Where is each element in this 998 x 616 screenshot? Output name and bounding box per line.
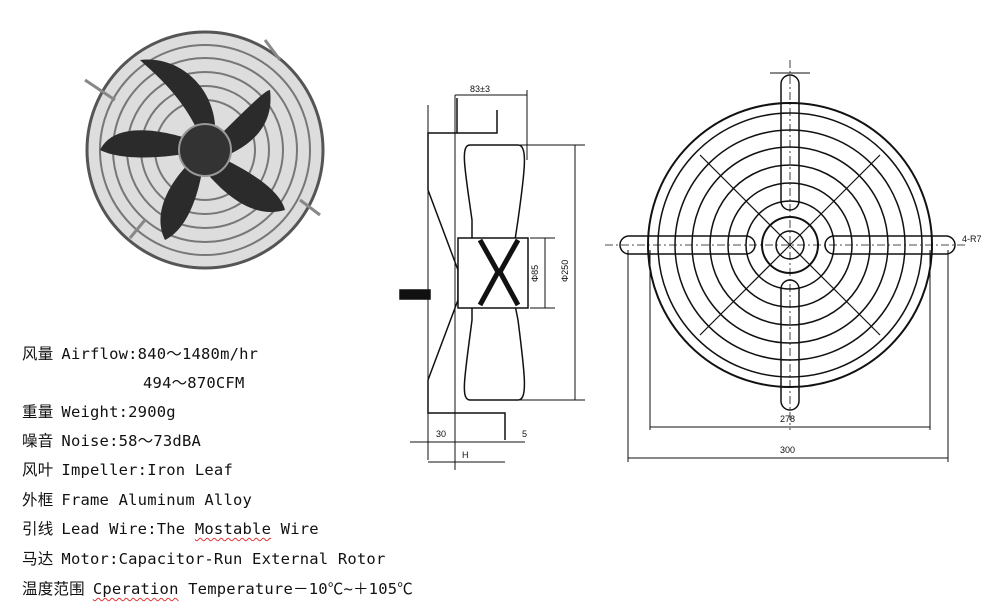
fan-photo [84,30,325,270]
front-view-drawing [605,60,965,462]
spec-airflow: 风量 Airflow:840～1480m/hr [22,342,258,364]
spec-noise: 噪音 Noise:58～73dBA [22,429,201,451]
spec-label-cn: 温度范围 [22,580,85,598]
spec-label-cn: 噪音 [22,432,54,450]
outer-diameter-dim: 300 [780,445,795,455]
depth-dim: 83±3 [470,84,490,94]
spec-label-cn: 风量 [22,345,54,363]
spec-temperature: 温度范围 Cperation Temperature－10℃~＋105℃ [22,577,413,599]
spec-label-cn: 外框 [22,491,54,509]
spec-airflow-cfm: 494～870CFM [143,371,245,393]
spec-value: Airflow:840～1480m/hr [61,345,259,363]
spec-value-misspelled: Cperation [92,580,179,598]
spec-label-cn: 引线 [22,520,54,538]
offset-dim: 30 [436,429,446,439]
spec-value: Noise:58～73dBA [61,432,202,450]
spec-weight: 重量 Weight:2900g [22,400,176,422]
hub-diameter-dim: Φ85 [530,265,540,282]
spec-value-misspelled: Mostable [194,520,272,538]
spec-value: Impeller:Iron Leaf [61,461,233,479]
spec-label-cn: 马达 [22,550,54,568]
spec-value: Frame Aluminum Alloy [61,491,253,509]
side-view-drawing [399,90,585,470]
spec-label-cn: 风叶 [22,461,54,479]
spec-value: Weight:2900g [61,403,176,421]
spec-lead-wire: 引线 Lead Wire:The Mostable Wire [22,517,319,539]
spec-motor: 马达 Motor:Capacitor-Run External Rotor [22,547,386,569]
spec-frame: 外框 Frame Aluminum Alloy [22,488,252,510]
spec-value: Motor:Capacitor-Run External Rotor [61,550,386,568]
spec-value-tail: Wire [271,520,319,538]
gap-dim: 5 [522,429,527,439]
spec-impeller: 风叶 Impeller:Iron Leaf [22,458,233,480]
blade-diameter-dim: Φ250 [560,260,570,282]
spec-label-cn: 重量 [22,403,54,421]
h-dim: H [462,450,469,460]
spec-value: 494～870CFM [143,374,245,392]
inner-diameter-dim: 278 [780,414,795,424]
spec-value-tail: Temperature－10℃~＋105℃ [178,580,413,598]
mounting-holes-dim: 4-R7 [962,234,982,244]
spec-value: Lead Wire:The [61,520,195,538]
